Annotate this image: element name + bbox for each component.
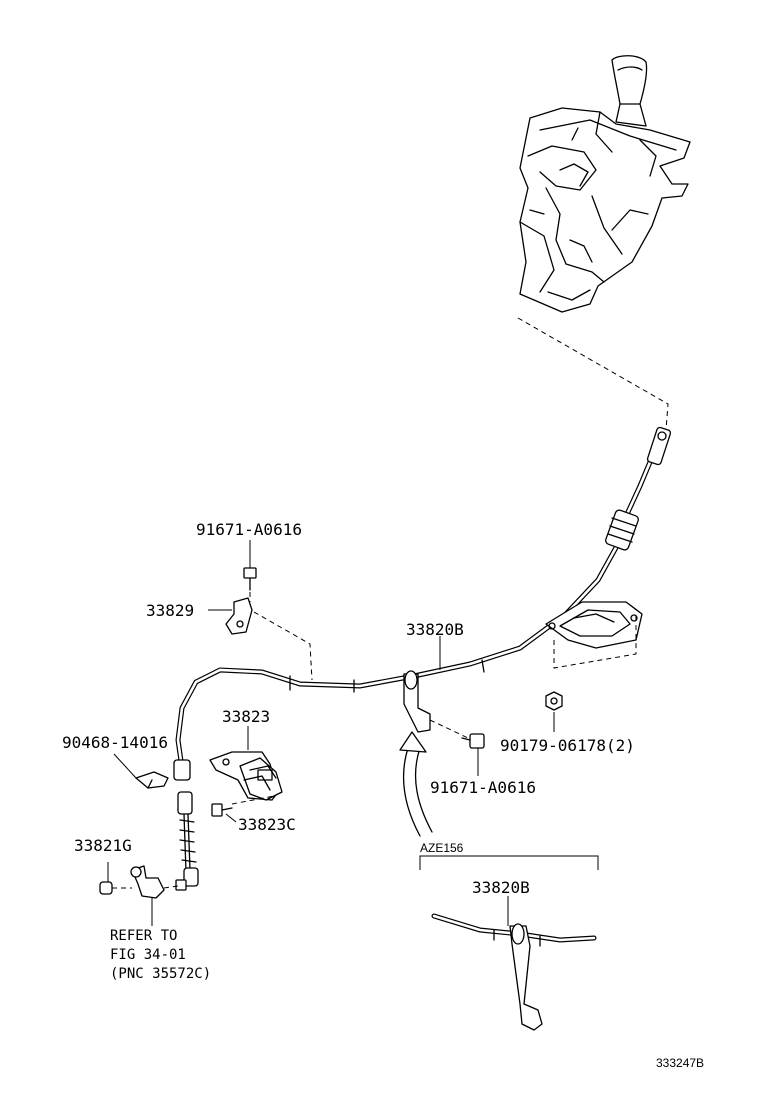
label-nut-90179: 90179-06178(2) [500, 736, 635, 755]
label-variant-tag: AZE156 [420, 841, 464, 855]
label-bolt-91671-lower: 91671-A0616 [430, 778, 536, 797]
shift-lever-assembly [519, 55, 691, 313]
label-cable-33820B: 33820B [406, 620, 464, 639]
label-bracket-33829: 33829 [146, 601, 194, 620]
label-clip-33821G: 33821G [74, 836, 132, 855]
label-refer-line-1: REFER TO [110, 928, 177, 944]
retainer-33823 [209, 751, 283, 801]
nut-90179 [545, 691, 563, 711]
bolt-91671-top [243, 567, 257, 591]
bolt-91671-lower [461, 733, 485, 749]
label-retainer-33823: 33823 [222, 707, 270, 726]
clip-90468 [135, 771, 169, 789]
clip-33821G [99, 865, 187, 899]
screw-33823C [211, 803, 233, 817]
label-clip-90468: 90468-14016 [62, 733, 168, 752]
label-refer-line-2: FIG 34-01 [110, 947, 186, 963]
variant-arrow [399, 731, 433, 837]
label-bolt-91671-top: 91671-A0616 [196, 520, 302, 539]
label-screw-33823C: 33823C [238, 815, 296, 834]
label-refer-line-3: (PNC 35572C) [110, 966, 211, 982]
shift-cable [173, 426, 672, 887]
variant-cable-detail [431, 896, 597, 1031]
label-variant-cable: 33820B [472, 878, 530, 897]
bracket-33829 [225, 597, 253, 635]
label-figure-id: 333247B [656, 1056, 704, 1070]
